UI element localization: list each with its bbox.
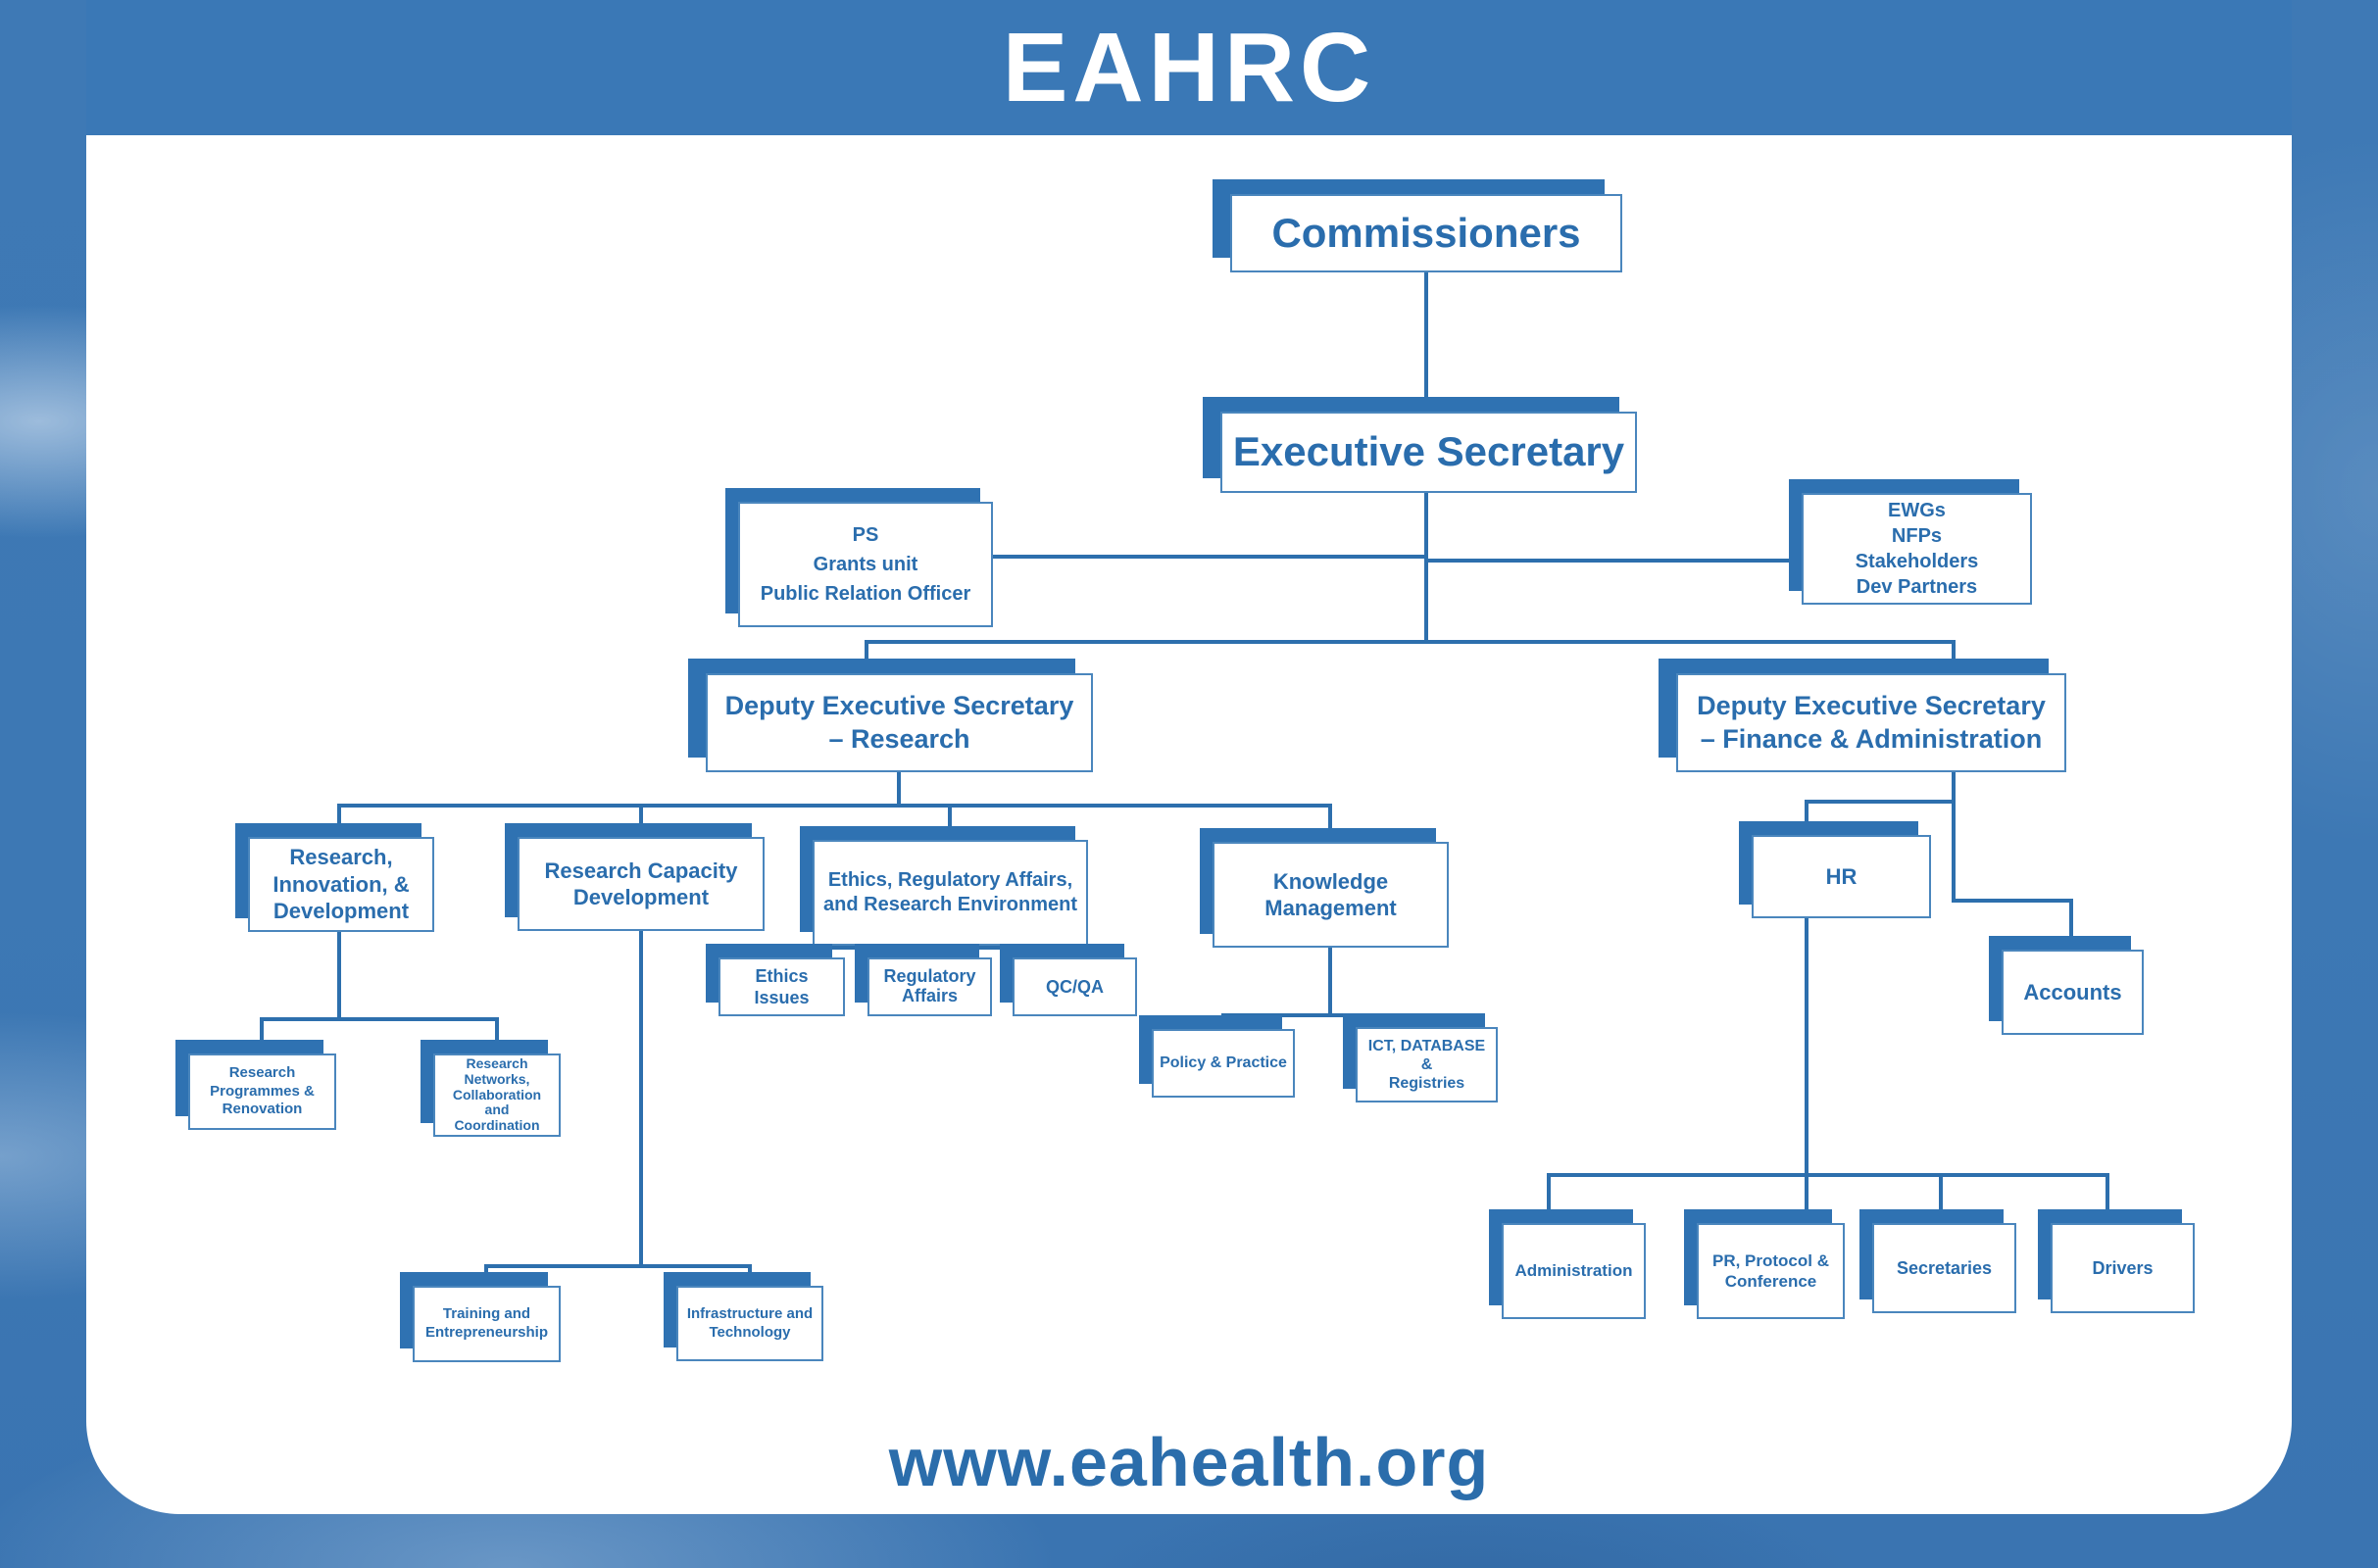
node-secretaries: Secretaries bbox=[1872, 1223, 2016, 1313]
connector-infrastructure-drop bbox=[748, 1264, 752, 1288]
node-hr: HR bbox=[1752, 835, 1931, 918]
connector-ict-drop bbox=[1424, 1013, 1428, 1029]
connector-finance-riser bbox=[1952, 640, 1956, 675]
node-ethics-regulatory: Ethics, Regulatory Affairs, and Research… bbox=[813, 840, 1088, 946]
connector-rid-down bbox=[337, 932, 341, 1021]
connector-rcd-drop bbox=[639, 804, 643, 839]
node-ict-database: ICT, DATABASE & Registries bbox=[1356, 1027, 1498, 1102]
node-regulatory-affairs: Regulatory Affairs bbox=[867, 957, 992, 1016]
website-url: www.eahealth.org bbox=[888, 1424, 1490, 1500]
connector-accounts-branch bbox=[1952, 899, 2071, 903]
connector-drivers-drop bbox=[2106, 1173, 2109, 1225]
page-title: EAHRC bbox=[1002, 13, 1376, 122]
connector-qcqa-drop bbox=[1072, 948, 1076, 959]
connector-ethics-split bbox=[779, 946, 1076, 950]
node-infrastructure: Infrastructure and Technology bbox=[676, 1286, 823, 1361]
connector-rcd-split bbox=[484, 1264, 752, 1268]
connector-hr-drop bbox=[1805, 800, 1808, 837]
header-bar: EAHRC bbox=[86, 0, 2292, 135]
node-deputy-finance: Deputy Executive Secretary – Finance & A… bbox=[1676, 673, 2066, 772]
connector-administration-drop bbox=[1547, 1173, 1551, 1225]
node-accounts: Accounts bbox=[2002, 950, 2144, 1035]
connector-rid-split bbox=[260, 1017, 499, 1021]
node-executive-secretary: Executive Secretary bbox=[1220, 412, 1637, 493]
node-research-networks: Research Networks, Collaboration and Coo… bbox=[433, 1054, 561, 1137]
connector-networks-drop bbox=[495, 1017, 499, 1055]
connector-deputy-split bbox=[865, 640, 1956, 644]
node-training: Training and Entrepreneurship bbox=[413, 1286, 561, 1362]
connector-training-drop bbox=[484, 1264, 488, 1288]
connector-ewgs-line bbox=[1426, 559, 1802, 563]
connector-km-down bbox=[1328, 948, 1332, 1017]
connector-km-drop bbox=[1328, 804, 1332, 844]
connector-rcd-down bbox=[639, 931, 643, 1268]
connector-regulatory-drop bbox=[927, 948, 931, 959]
connector-research-split bbox=[337, 804, 1332, 808]
connector-secretaries-drop bbox=[1939, 1173, 1943, 1225]
connector-research-down bbox=[897, 772, 901, 808]
connector-admin-split bbox=[1547, 1173, 2109, 1177]
connector-programmes-drop bbox=[260, 1017, 264, 1055]
node-ethics-issues: Ethics Issues bbox=[718, 957, 845, 1016]
node-research-innovation: Research, Innovation, & Development bbox=[248, 837, 434, 932]
connector-pr-drop bbox=[1805, 1173, 1808, 1225]
node-knowledge-management: Knowledge Management bbox=[1213, 842, 1449, 948]
connector-rid-drop bbox=[337, 804, 341, 839]
node-research-programmes: Research Programmes & Renovation bbox=[188, 1054, 336, 1130]
connector-research-riser bbox=[865, 640, 868, 675]
connector-accounts-drop bbox=[2069, 899, 2073, 952]
connector-ethics-issues-drop bbox=[779, 948, 783, 959]
connector-ps-line bbox=[993, 555, 1428, 559]
node-drivers: Drivers bbox=[2051, 1223, 2195, 1313]
node-ewgs: EWGs NFPs Stakeholders Dev Partners bbox=[1802, 493, 2032, 605]
node-qc-qa: QC/QA bbox=[1013, 957, 1137, 1016]
node-policy-practice: Policy & Practice bbox=[1152, 1029, 1295, 1098]
connector-hr-down bbox=[1805, 918, 1808, 1177]
connector-commissioners-exec bbox=[1424, 270, 1428, 414]
connector-exec-spine bbox=[1424, 491, 1428, 644]
connector-policy-drop bbox=[1221, 1013, 1225, 1031]
node-deputy-research: Deputy Executive Secretary – Research bbox=[706, 673, 1093, 772]
connector-hr-branch bbox=[1805, 800, 1954, 804]
node-pr-protocol: PR, Protocol & Conference bbox=[1697, 1223, 1845, 1319]
connector-ethics-drop bbox=[948, 804, 952, 842]
node-administration: Administration bbox=[1502, 1223, 1646, 1319]
connector-finance-down bbox=[1952, 772, 1956, 903]
node-ps-unit: PS Grants unit Public Relation Officer bbox=[738, 502, 993, 627]
node-commissioners: Commissioners bbox=[1230, 194, 1622, 272]
node-research-capacity: Research Capacity Development bbox=[518, 837, 765, 931]
connector-km-split bbox=[1221, 1013, 1428, 1017]
